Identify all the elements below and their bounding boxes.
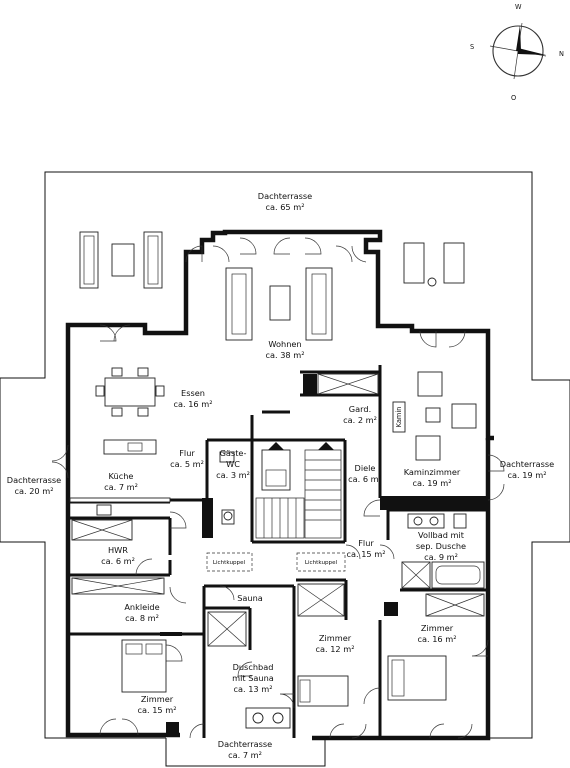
gard-area: ca. 2 m² <box>343 415 377 425</box>
dachterrasse-top-name: Dachterrasse <box>258 191 312 201</box>
kueche-name: Küche <box>109 471 134 481</box>
skylight-left: Lichtkuppel <box>213 560 246 566</box>
solid-blocks <box>160 374 488 735</box>
kaminzimmer-name: Kaminzimmer <box>404 467 461 477</box>
skylight-right: Lichtkuppel <box>305 560 338 566</box>
zimmer-mid-name: Zimmer <box>319 633 352 643</box>
kueche-area: ca. 7 m² <box>104 482 138 492</box>
flur-mid-area: ca. 15 m² <box>346 549 385 559</box>
ankleide-area: ca. 8 m² <box>125 613 159 623</box>
gaeste-wc-name1: Gäste- <box>220 448 247 458</box>
essen-name: Essen <box>181 388 205 398</box>
furniture <box>69 231 485 729</box>
dachterrasse-bottom-name: Dachterrasse <box>218 739 272 749</box>
zimmer-right-area: ca. 16 m² <box>417 634 456 644</box>
dachterrasse-bottom-area: ca. 7 m² <box>228 750 262 760</box>
zimmer-mid-area: ca. 12 m² <box>315 644 354 654</box>
doors <box>51 237 505 739</box>
compass-s: S <box>470 43 474 51</box>
hwr-area: ca. 6 m² <box>101 556 135 566</box>
dachterrasse-right-area: ca. 19 m² <box>507 470 546 480</box>
wohnen-name: Wohnen <box>268 339 301 349</box>
zimmer-left-name: Zimmer <box>141 694 174 704</box>
essen-area: ca. 16 m² <box>173 399 212 409</box>
vollbad-name1: Vollbad mit <box>418 530 465 540</box>
kaminzimmer-area: ca. 19 m² <box>412 478 451 488</box>
dachterrasse-top-area: ca. 65 m² <box>265 202 304 212</box>
compass-w: W <box>515 3 522 11</box>
dachterrasse-left-area: ca. 20 m² <box>14 486 53 496</box>
zimmer-left-area: ca. 15 m² <box>137 705 176 715</box>
duschbad-name2: mit Sauna <box>232 673 274 683</box>
hwr-name: HWR <box>108 545 128 555</box>
terrace-outline <box>0 171 570 767</box>
compass-needle-icon <box>518 48 546 55</box>
gaeste-wc-area: ca. 3 m² <box>216 470 250 480</box>
duschbad-area: ca. 13 m² <box>233 684 272 694</box>
room-labels: Dachterrasse ca. 65 m² Wohnen ca. 38 m² … <box>7 191 554 760</box>
gard-name: Gard. <box>349 404 371 414</box>
zimmer-right-name: Zimmer <box>421 623 454 633</box>
vollbad-area: ca. 9 m² <box>424 552 458 562</box>
sauna-name: Sauna <box>237 593 263 603</box>
compass-n: N <box>559 50 564 58</box>
wohnen-area: ca. 38 m² <box>265 350 304 360</box>
duschbad-name1: Duschbad <box>233 662 274 672</box>
flur-top-name: Flur <box>179 448 195 458</box>
diele-name: Diele <box>355 463 376 473</box>
compass-o: O <box>511 94 516 102</box>
dachterrasse-right-name: Dachterrasse <box>500 459 554 469</box>
compass: W N S O <box>470 3 564 102</box>
vollbad-name2: sep. Dusche <box>416 541 466 551</box>
kamin-label: Kamin <box>395 407 403 428</box>
flur-mid-name: Flur <box>358 538 374 548</box>
diele-area: ca. 6 m² <box>348 474 382 484</box>
flur-top-area: ca. 5 m² <box>170 459 204 469</box>
dachterrasse-left-name: Dachterrasse <box>7 475 61 485</box>
ankleide-name: Ankleide <box>124 602 159 612</box>
gaeste-wc-name2: WC <box>226 459 240 469</box>
